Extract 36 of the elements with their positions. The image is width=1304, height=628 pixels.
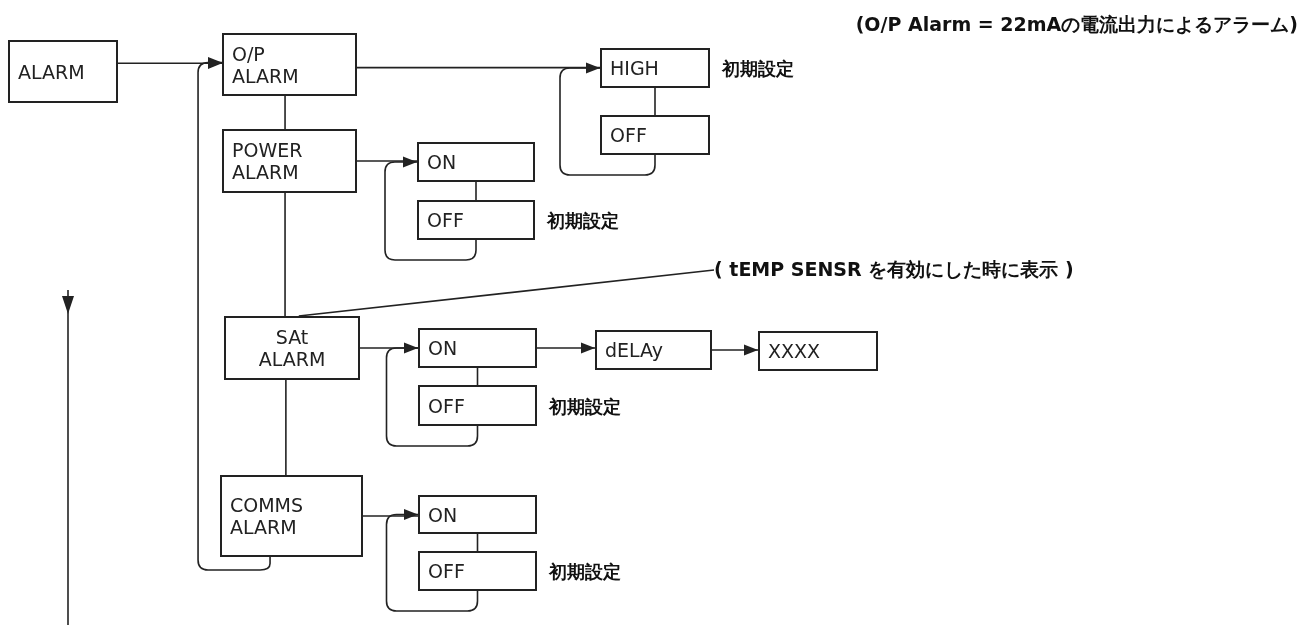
menu-box: ON [418, 495, 537, 534]
default-note: 初期設定 [547, 209, 619, 233]
menu-box: OFF [418, 385, 537, 426]
connector-line [654, 87, 656, 116]
menu-box: SAt ALARM [224, 316, 360, 380]
arrow [385, 342, 479, 447]
connector-line [284, 192, 286, 317]
arrow [385, 508, 479, 612]
menu-box: OFF [418, 551, 537, 591]
menu-box: ON [418, 328, 537, 368]
menu-box: COMMS ALARM [220, 475, 363, 557]
connector-line [475, 181, 477, 201]
arrow [711, 344, 759, 356]
condition-note: ( tEMP SENSR を有効にした時に表示 ) [714, 257, 1074, 283]
leader-line [298, 269, 715, 317]
default-note: 初期設定 [549, 560, 621, 584]
menu-box: dELAy [595, 330, 712, 370]
arrow [559, 62, 656, 176]
arrow [536, 342, 596, 354]
menu-box: HIGH [600, 48, 710, 88]
connector-line [356, 160, 418, 162]
connector-line [284, 95, 286, 130]
menu-box: ON [417, 142, 535, 182]
menu-box: OFF [417, 200, 535, 240]
default-note: 初期設定 [722, 57, 794, 81]
arrow [384, 156, 477, 261]
menu-box: OFF [600, 115, 710, 155]
arrow [197, 57, 271, 571]
default-note: 初期設定 [549, 394, 621, 419]
connector-line [285, 379, 287, 476]
note-text: (O/P Alarm = 22mAの電流出力によるアラーム) [855, 12, 1298, 37]
menu-box: XXXX [758, 331, 878, 371]
connector-line [362, 515, 419, 517]
menu-box: O/P ALARM [222, 33, 357, 96]
menu-box: POWER ALARM [222, 129, 357, 193]
menu-box: ALARM [8, 40, 118, 103]
